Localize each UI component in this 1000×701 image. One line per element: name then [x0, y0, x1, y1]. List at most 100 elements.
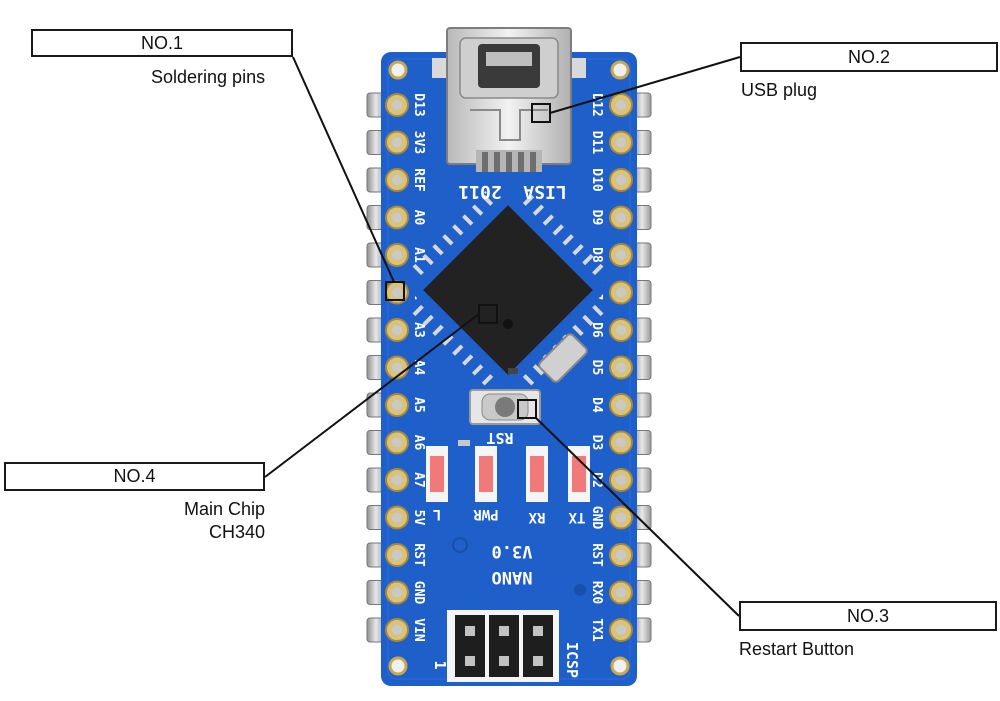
- chip-lead: [432, 244, 444, 256]
- right-pin-hole: [616, 137, 626, 148]
- silk-led-pwr: PWR: [473, 506, 499, 522]
- chip-lead: [522, 194, 535, 206]
- left-pin-label: A3: [411, 322, 426, 338]
- leader-2: [549, 56, 741, 114]
- left-pin-label: A4: [411, 360, 426, 376]
- leader-lines: [264, 56, 741, 617]
- chip-lead: [412, 263, 424, 276]
- callout-4-label: NO.4: [4, 462, 265, 491]
- right-pin-hole: [616, 287, 626, 298]
- left-pin-hole: [392, 550, 402, 560]
- left-pin-label: A5: [411, 397, 426, 413]
- chip-lead: [462, 214, 474, 226]
- chip-lead: [572, 244, 584, 256]
- right-pin-label: D9: [589, 210, 604, 226]
- right-pin-hole: [616, 212, 626, 223]
- chip-lead: [432, 324, 444, 336]
- chip-lead: [532, 204, 545, 216]
- left-pin-hole: [392, 362, 402, 373]
- left-pin-hole: [392, 212, 402, 223]
- right-pin-label: D2: [589, 472, 604, 488]
- reset-button[interactable]: [469, 389, 541, 425]
- right-pin-pads: [609, 93, 633, 642]
- chip-lead: [532, 364, 545, 376]
- chip-lead: [562, 234, 574, 246]
- callout-2-label: NO.2: [740, 42, 998, 72]
- left-pin-label: A7: [411, 472, 426, 488]
- chip-lead: [592, 263, 604, 276]
- left-pin-hole: [392, 100, 402, 110]
- left-pin-hole: [392, 587, 402, 598]
- leader-1: [292, 56, 395, 283]
- left-pin-label: REF: [411, 168, 426, 192]
- right-pin-label: D4: [589, 397, 604, 413]
- chip-lead: [442, 234, 454, 246]
- right-pin-hole: [616, 175, 626, 185]
- right-pin-hole: [616, 587, 626, 598]
- right-pin-labels: D12D11D10D9D8D7D6D5D4D3D2GNDRSTRX0TX1: [589, 93, 604, 642]
- chip-lead: [471, 204, 484, 216]
- silk-led-rx: RX: [528, 509, 545, 525]
- left-pin-pads: [385, 93, 409, 642]
- left-pin-label: A0: [411, 210, 426, 226]
- left-pin-label: A6: [411, 435, 426, 451]
- chip-lead: [542, 214, 554, 226]
- right-pin-hole: [616, 325, 626, 335]
- marker-3: [517, 399, 537, 419]
- right-pin-label: GND: [589, 506, 604, 530]
- chip-lead: [452, 344, 464, 356]
- silk-led-l: L: [433, 506, 441, 522]
- led-rx: [526, 446, 548, 502]
- left-pin-hole: [392, 325, 402, 335]
- silk-icsp-pin1: 1: [431, 660, 449, 669]
- right-pin-label: TX1: [589, 618, 604, 642]
- chip-lead: [452, 224, 464, 236]
- left-pin-label: 5V: [411, 510, 426, 526]
- chip-lead: [481, 374, 494, 386]
- right-pin-hole: [616, 625, 626, 635]
- right-pin-hole: [616, 250, 626, 260]
- right-pin-hole: [616, 100, 626, 110]
- right-pin-label: D6: [589, 322, 604, 338]
- chip-lead: [422, 314, 434, 327]
- callout-3-label: NO.3: [739, 601, 997, 631]
- left-pin-hole: [392, 625, 402, 635]
- usb-connector: [432, 27, 586, 172]
- callout-1-caption: Soldering pins: [151, 67, 266, 87]
- callout-4-caption-line-1: Main Chip: [183, 499, 265, 519]
- icsp-header: [447, 610, 559, 682]
- callout-2-caption: USB plug: [741, 80, 818, 100]
- right-pin-hole: [616, 550, 626, 560]
- right-pin-label: RST: [589, 543, 604, 567]
- chip-lead: [552, 224, 564, 236]
- left-pin-labels: D133V3REFA0A1A2A3A4A5A6A75VRSTGNDVIN: [411, 93, 426, 642]
- silk-reset: RST: [486, 429, 513, 447]
- left-pin-hole: [392, 475, 402, 485]
- smd-components: [452, 368, 586, 596]
- chip-lead: [572, 324, 584, 336]
- chip-lead: [522, 374, 535, 386]
- chip-lead: [471, 364, 484, 376]
- left-pin-label: VIN: [411, 618, 426, 642]
- right-pin-hole: [616, 437, 626, 448]
- leader-3: [535, 417, 740, 617]
- right-pin-hole: [616, 512, 626, 523]
- right-pin-label: D8: [589, 247, 604, 263]
- right-pin-label: D3: [589, 435, 604, 451]
- right-pin-hole: [616, 475, 626, 485]
- left-pin-hole: [392, 512, 402, 523]
- callout-3-caption: Restart Button: [739, 639, 855, 659]
- silk-board-name: NANO: [492, 567, 533, 587]
- chip-lead: [442, 334, 454, 346]
- left-pin-label: A1: [411, 247, 426, 263]
- led-l: [426, 446, 448, 502]
- silk-year: 2011: [458, 181, 501, 202]
- left-pin-hole: [392, 137, 402, 148]
- callout-4-caption-line-2: CH340: [208, 522, 265, 542]
- chip-lead: [462, 354, 474, 366]
- callout-4-caption: Main Chip CH340: [130, 498, 265, 544]
- left-pin-hole: [392, 287, 402, 298]
- left-header-pins: [366, 92, 386, 643]
- chip-lead: [582, 314, 594, 327]
